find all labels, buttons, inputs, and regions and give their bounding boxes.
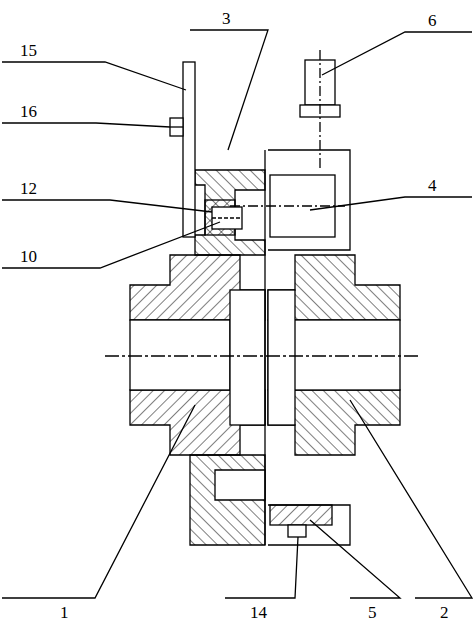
callout-number: 3 — [222, 10, 231, 27]
callout-number: 2 — [440, 604, 449, 621]
callout-number: 16 — [20, 103, 37, 120]
callout-number: 4 — [428, 177, 437, 194]
callout-number: 12 — [20, 180, 37, 197]
callout-number: 14 — [250, 604, 267, 621]
callout-number: 10 — [20, 248, 37, 265]
callout-number: 15 — [20, 42, 37, 59]
callout-number: 6 — [428, 12, 437, 29]
callout-number: 1 — [60, 604, 69, 621]
callout-number: 5 — [368, 604, 377, 621]
